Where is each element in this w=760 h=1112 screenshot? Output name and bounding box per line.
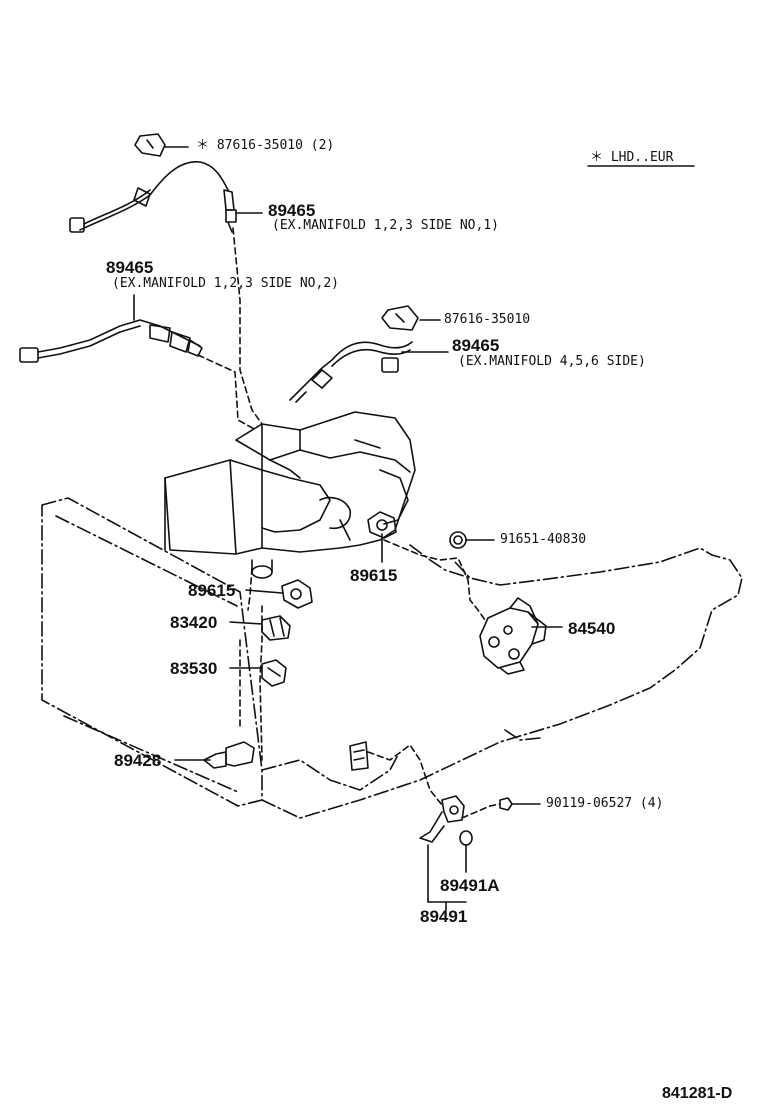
sensor-89428-drawing (203, 741, 255, 769)
label-bolt: 90119-06527 (4) (546, 796, 664, 811)
engine-block (164, 411, 416, 579)
label-gasket: 91651-40830 (500, 532, 587, 547)
temp-sensor-left-drawing (281, 579, 313, 609)
label-o2-sensor-3-desc: (EX.MANIFOLD 4,5,6 SIDE) (458, 354, 646, 369)
label-temp-sensor-left: 89615 (188, 581, 236, 600)
leader-dashes (197, 227, 501, 819)
label-o2-sensor-1-number: 89465 (268, 201, 316, 220)
label-clip-mid: 87616-35010 (444, 312, 531, 327)
bracket-drawing (349, 741, 513, 846)
label-switch-83420: 83420 (170, 613, 218, 632)
label-switch-83530: 83530 (170, 659, 218, 678)
gasket-drawing (449, 531, 467, 549)
o2-sensor-3-drawing (289, 305, 419, 403)
switch-83530-drawing (261, 659, 287, 687)
transmission-outline (261, 544, 743, 819)
label-o2-sensor-2-desc: (EX.MANIFOLD 1,2,3 SIDE NO,2) (112, 276, 339, 291)
radiator-outline (41, 497, 263, 807)
switch-84540-drawing (479, 597, 547, 675)
label-bracket: 89491 (420, 907, 468, 926)
label-sensor-89428: 89428 (114, 751, 162, 770)
label-bracket-a: 89491A (440, 876, 500, 895)
o2-sensor-1-drawing (69, 133, 237, 233)
figure-code: 841281-D (662, 1085, 733, 1102)
label-o2-sensor-3-number: 89465 (452, 336, 500, 355)
label-clip-top: ＊ 87616-35010 (2) (196, 138, 335, 153)
label-temp-sensor-right: 89615 (350, 566, 398, 585)
label-switch-84540: 84540 (568, 619, 616, 638)
switch-83420-drawing (261, 615, 291, 641)
label-o2-sensor-1-desc: (EX.MANIFOLD 1,2,3 SIDE NO,1) (272, 218, 499, 233)
label-note-lhd-eur: ＊ LHD..EUR (590, 150, 674, 165)
label-o2-sensor-2-number: 89465 (106, 258, 154, 277)
temp-sensor-right-drawing (367, 511, 397, 539)
o2-sensor-2-drawing (19, 319, 203, 363)
